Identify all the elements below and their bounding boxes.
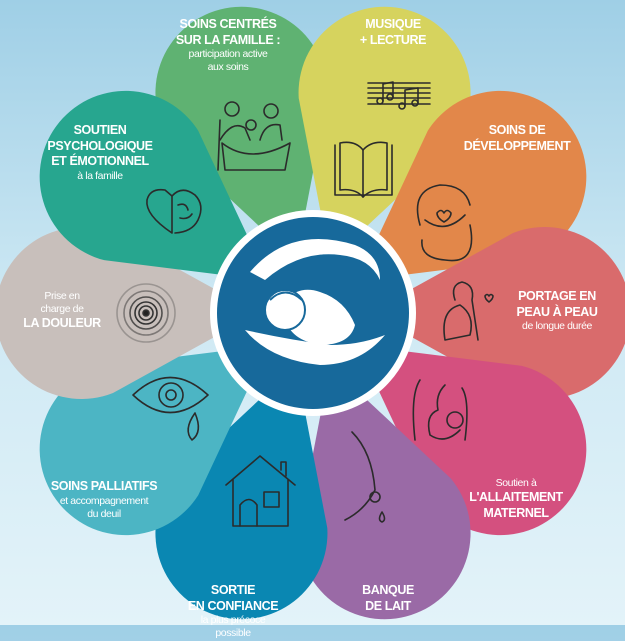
petal-famille	[155, 6, 328, 261]
label-palliatifs: SOINS PALLIATIFS et accompagnement du de…	[50, 479, 158, 521]
breastfeeding-icon	[412, 379, 468, 441]
label-sortie: SORTIE EN CONFIANCE la plus précoce poss…	[187, 583, 279, 641]
petal-title: MUSIQUE	[365, 17, 421, 31]
petal-title: PSYCHOLOGIQUE	[47, 138, 153, 153]
petal-subtitle: et accompagnement	[59, 494, 149, 507]
petal-sortie	[155, 365, 328, 620]
music-notes-icon	[367, 81, 431, 110]
protective-hands-baby-icon	[245, 239, 385, 365]
petal-soutien	[39, 90, 269, 281]
petal-title: ET ÉMOTIONNEL	[51, 154, 149, 169]
petal-title: SOINS CENTRÉS	[179, 17, 277, 31]
label-soutien: SOUTIEN PSYCHOLOGIQUE ET ÉMOTIONNEL à la…	[47, 123, 153, 183]
petal-subtitle: à la famille	[77, 169, 123, 182]
petal-title: DÉVELOPPEMENT	[463, 138, 571, 153]
house-icon	[225, 455, 296, 527]
petal-portage	[368, 227, 625, 399]
petal-title: L'ALLAITEMENT	[469, 490, 563, 505]
petal-pretitle: Soutien à	[495, 477, 537, 489]
petal-subtitle: aux soins	[207, 61, 249, 74]
petal-subtitle: possible	[215, 627, 251, 640]
petal-title: LA DOULEUR	[23, 316, 101, 331]
label-musique: MUSIQUE + LECTURE	[359, 17, 427, 48]
label-soins-famille: SOINS CENTRÉS SUR LA FAMILLE : participa…	[175, 17, 281, 75]
label-developpement: SOINS DE DÉVELOPPEMENT	[464, 123, 571, 154]
petal-title: SOINS PALLIATIFS	[50, 479, 158, 493]
family-bath-icon	[217, 101, 291, 171]
petal-title: SOUTIEN	[73, 123, 127, 137]
petal-title: SOINS DE	[488, 123, 546, 137]
label-portage: PORTAGE EN PEAU À PEAU de longue durée	[516, 289, 597, 333]
petal-pretitle: Prise en	[44, 290, 80, 302]
petal-pretitle: charge de	[40, 303, 84, 316]
petal-title: SUR LA FAMILLE :	[175, 32, 281, 47]
eye-tear-icon	[132, 376, 209, 441]
pain-rings-icon	[116, 283, 176, 343]
flower-diagram	[0, 6, 625, 620]
petal-title: PEAU À PEAU	[516, 304, 598, 319]
petal-musique	[298, 6, 471, 261]
petal-title: MATERNEL	[483, 505, 549, 520]
petal-subtitle: participation active	[188, 48, 268, 61]
petal-douleur	[0, 227, 258, 399]
petal-title: PORTAGE EN	[518, 289, 596, 303]
petal-title: + LECTURE	[359, 32, 427, 47]
label-douleur: Prise en charge de LA DOULEUR	[23, 290, 101, 332]
petal-subtitle: du deuil	[87, 507, 121, 520]
open-book-icon	[334, 141, 393, 198]
label-allaitement: Soutien à L'ALLAITEMENT MATERNEL	[469, 477, 563, 521]
petal-title: EN CONFIANCE	[187, 598, 279, 613]
label-banque-lait: BANQUE DE LAIT	[362, 583, 414, 614]
cupped-hands-heart-icon	[416, 184, 473, 262]
petal-subtitle: de longue durée	[522, 320, 592, 333]
petal-subtitle: la plus précoce	[200, 614, 266, 627]
petal-lait	[298, 365, 471, 620]
skin-to-skin-icon	[443, 281, 494, 341]
heart-brain-icon	[146, 188, 202, 234]
milk-drop-icon	[344, 431, 386, 523]
petal-title: DE LAIT	[365, 598, 411, 613]
petal-title: SORTIE	[210, 583, 256, 597]
petal-title: BANQUE	[362, 583, 414, 597]
